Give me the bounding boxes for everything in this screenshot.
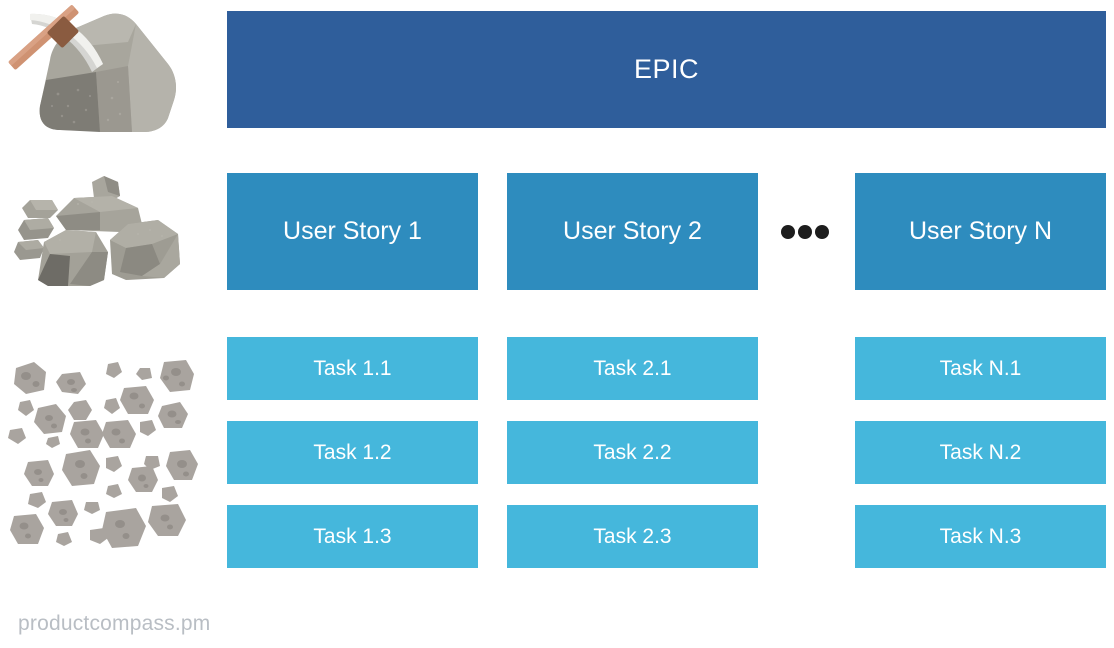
task-box-1-2[interactable]: Task 1.2 bbox=[227, 421, 478, 484]
ellipsis-dot-2 bbox=[798, 225, 812, 239]
task-box-2-3[interactable]: Task 2.3 bbox=[507, 505, 758, 568]
task-box-n-3[interactable]: Task N.3 bbox=[855, 505, 1106, 568]
boulder-with-pickaxe-illustration bbox=[0, 2, 210, 142]
user-story-box-1[interactable]: User Story 1 bbox=[227, 173, 478, 290]
rock-pile-illustration bbox=[0, 168, 210, 296]
epic-box[interactable]: EPIC bbox=[227, 11, 1106, 128]
task-box-2-1[interactable]: Task 2.1 bbox=[507, 337, 758, 400]
gravel-pebbles-illustration bbox=[0, 334, 210, 574]
user-story-box-n[interactable]: User Story N bbox=[855, 173, 1106, 290]
ellipsis-icon bbox=[781, 224, 829, 240]
user-story-box-2[interactable]: User Story 2 bbox=[507, 173, 758, 290]
task-box-2-2[interactable]: Task 2.2 bbox=[507, 421, 758, 484]
task-box-1-3[interactable]: Task 1.3 bbox=[227, 505, 478, 568]
task-box-n-2[interactable]: Task N.2 bbox=[855, 421, 1106, 484]
task-box-1-1[interactable]: Task 1.1 bbox=[227, 337, 478, 400]
footer-credit: productcompass.pm bbox=[18, 612, 211, 635]
ellipsis-dot-1 bbox=[781, 225, 795, 239]
ellipsis-dot-3 bbox=[815, 225, 829, 239]
task-box-n-1[interactable]: Task N.1 bbox=[855, 337, 1106, 400]
